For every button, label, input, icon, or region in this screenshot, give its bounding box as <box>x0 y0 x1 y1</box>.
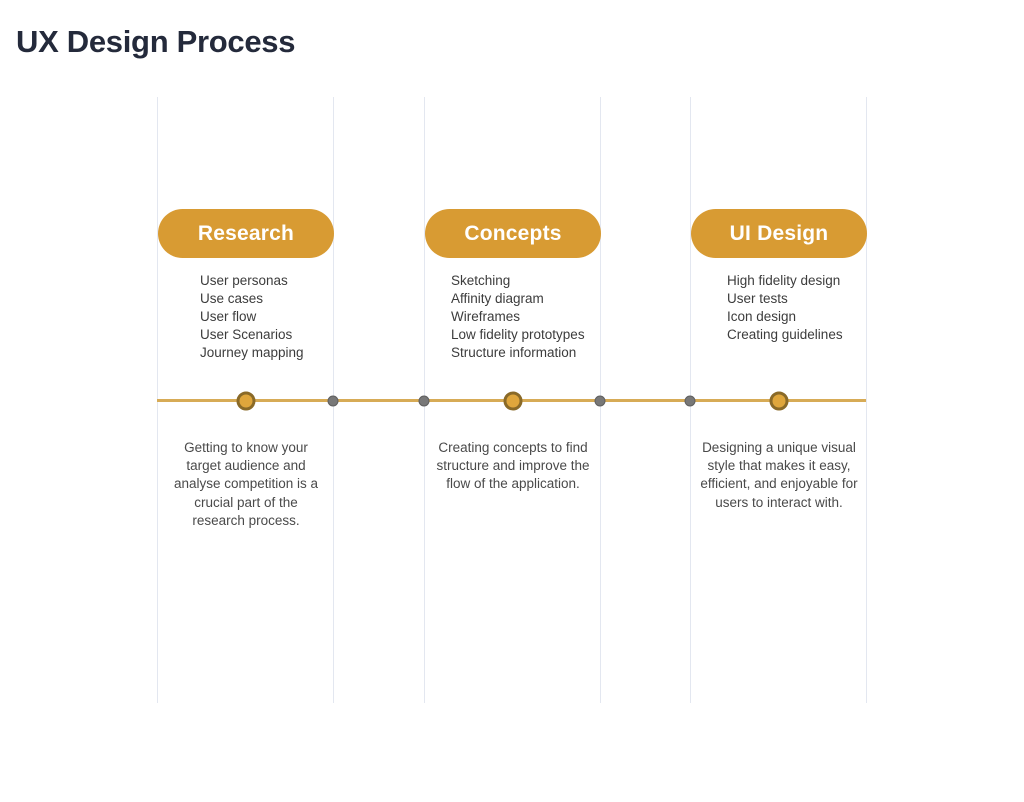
phase-pill-research[interactable]: Research <box>158 209 334 258</box>
timeline-minor-dot-4 <box>684 395 696 407</box>
column-divider-6 <box>866 97 867 703</box>
timeline-minor-dot-1 <box>327 395 339 407</box>
page-title: UX Design Process <box>16 24 296 59</box>
phase-pill-label-ui-design: UI Design <box>729 221 829 245</box>
task-item: Affinity diagram <box>451 291 544 306</box>
phase-pill-label-concepts: Concepts <box>464 221 562 245</box>
task-item: Icon design <box>727 309 797 324</box>
phase-description-research: Getting to know your target audience and… <box>173 440 319 528</box>
task-item: Journey mapping <box>200 345 304 360</box>
timeline-minor-dot-3 <box>594 395 606 407</box>
phase-pill-label-research: Research <box>197 221 295 245</box>
timeline-major-marker-concepts <box>503 391 523 411</box>
task-item: User personas <box>200 273 288 288</box>
phase-pill-concepts[interactable]: Concepts <box>425 209 601 258</box>
timeline-major-marker-research <box>236 391 256 411</box>
timeline-major-marker-ui-design <box>769 391 789 411</box>
phase-description-concepts: Creating concepts to find structure and … <box>436 440 590 492</box>
phase-pill-ui-design[interactable]: UI Design <box>691 209 867 258</box>
timeline-minor-dot-2 <box>418 395 430 407</box>
task-item: User Scenarios <box>200 327 293 342</box>
task-item: User tests <box>727 291 788 306</box>
task-item: Creating guidelines <box>727 327 843 342</box>
phase-description-ui-design: Designing a unique visual style that mak… <box>700 440 858 510</box>
task-item: High fidelity design <box>727 273 841 288</box>
task-item: Wireframes <box>451 309 521 324</box>
task-item: Use cases <box>200 291 264 306</box>
task-item: User flow <box>200 309 257 324</box>
task-item: Sketching <box>451 273 511 288</box>
task-item: Structure information <box>451 345 577 360</box>
task-item: Low fidelity prototypes <box>451 327 585 342</box>
